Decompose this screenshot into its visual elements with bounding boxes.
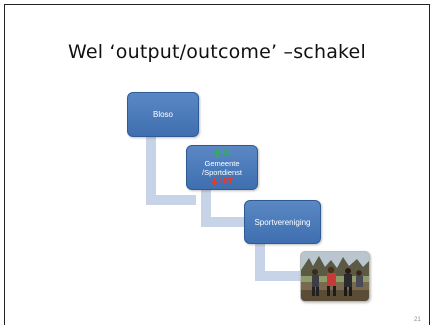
arrow-down-icon (211, 177, 219, 186)
box-gemeente-line1: Gemeente (204, 159, 240, 168)
slide: Wel ‘output/outcome’ –schakel Bloso IN G… (4, 4, 430, 325)
connector-3-vertical (255, 238, 265, 281)
uit-indicator: UIT (211, 177, 233, 186)
box-gemeente-line2: /Sportdienst (201, 168, 243, 177)
diagram-box-gemeente: IN Gemeente /Sportdienst UIT (186, 145, 258, 190)
connector-2-horizontal (201, 217, 251, 227)
page-number: 21 (414, 317, 421, 323)
box-bloso-label: Bloso (152, 110, 173, 119)
in-indicator: IN (214, 149, 230, 158)
slide-title: Wel ‘output/outcome’ –schakel (68, 41, 366, 63)
arrow-up-icon (214, 149, 221, 158)
connector-1-vertical (146, 131, 156, 205)
connector-2-vertical (201, 184, 211, 227)
runners-photo-image (301, 252, 369, 301)
runners-photo (300, 251, 370, 302)
diagram-box-sportvereniging: Sportvereniging (244, 200, 321, 244)
uit-label: UIT (220, 177, 233, 186)
in-label: IN (223, 149, 230, 157)
diagram-box-bloso: Bloso (127, 92, 199, 137)
box-sportvereniging-label: Sportvereniging (254, 217, 311, 227)
connector-1-horizontal (146, 195, 196, 205)
connector-3-horizontal (255, 271, 305, 281)
